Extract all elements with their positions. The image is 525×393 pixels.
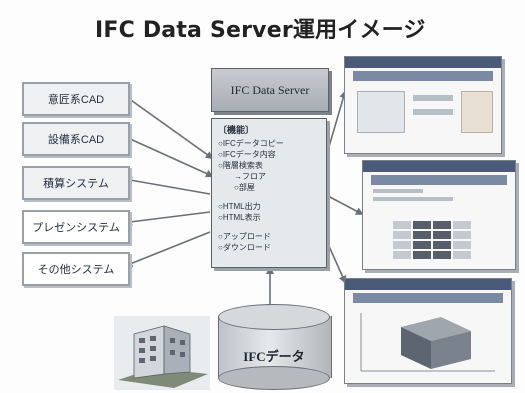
screen-heading bbox=[353, 71, 493, 81]
system-label: 設備系CAD bbox=[47, 134, 105, 146]
database-label: IFCデータ bbox=[243, 349, 305, 364]
system-label: 積算システム bbox=[43, 178, 109, 190]
spacer bbox=[218, 193, 320, 201]
ifc-data-database: IFCデータ bbox=[218, 302, 332, 390]
function-item: ○HTML出力 bbox=[218, 202, 261, 211]
screen-text-line bbox=[373, 189, 423, 193]
function-item: ○HTML表示 bbox=[218, 213, 261, 222]
screenshot-browser-2 bbox=[362, 160, 516, 270]
function-item: ○ダウンロード bbox=[218, 243, 271, 252]
system-box-equipment-cad: 設備系CAD bbox=[22, 122, 130, 156]
functions-title: 〔機能〕 bbox=[218, 125, 255, 135]
function-item: ○部屋 bbox=[234, 183, 255, 192]
system-box-estimation: 積算システム bbox=[22, 166, 130, 200]
system-box-design-cad: 意匠系CAD bbox=[22, 82, 130, 116]
screen-panel bbox=[461, 91, 493, 133]
building-icon bbox=[114, 316, 210, 390]
screen-heading bbox=[353, 293, 503, 303]
system-label: その他システム bbox=[37, 264, 115, 276]
screen-text-line bbox=[413, 109, 453, 115]
screenshot-browser-1 bbox=[344, 56, 502, 154]
functions-panel: 〔機能〕 ○IFCデータコピー ○IFCデータ内容 ○階層検索表 →フロア ○部… bbox=[211, 118, 327, 268]
cylinder-bottom bbox=[218, 366, 330, 390]
function-item: ○IFCデータ内容 bbox=[218, 150, 276, 159]
window-titlebar bbox=[345, 57, 501, 68]
server-label: IFC Data Server bbox=[230, 82, 310, 97]
system-label: プレゼンシステム bbox=[32, 222, 120, 234]
window-titlebar bbox=[363, 161, 515, 172]
screen-panel bbox=[357, 91, 405, 133]
screen-table bbox=[393, 221, 471, 259]
ifc-data-server-box: IFC Data Server bbox=[211, 68, 329, 112]
system-label: 意匠系CAD bbox=[47, 94, 105, 106]
system-box-other: その他システム bbox=[22, 252, 130, 286]
screen-text-line bbox=[373, 197, 453, 201]
page-title: IFC Data Server運用イメージ bbox=[95, 18, 426, 43]
screenshot-browser-3 bbox=[344, 278, 512, 384]
system-box-presentation: プレゼンシステム bbox=[22, 210, 130, 244]
screen-heading bbox=[371, 175, 507, 185]
building-3d-preview bbox=[360, 313, 495, 372]
window-titlebar bbox=[345, 279, 511, 290]
function-item: ○階層検索表 bbox=[218, 161, 263, 170]
function-item: →フロア bbox=[234, 172, 266, 181]
cylinder-top bbox=[218, 304, 330, 330]
spacer bbox=[218, 223, 320, 231]
function-item: ○アップロード bbox=[218, 232, 271, 241]
function-item: ○IFCデータコピー bbox=[218, 139, 284, 148]
screen-text-line bbox=[413, 95, 453, 101]
